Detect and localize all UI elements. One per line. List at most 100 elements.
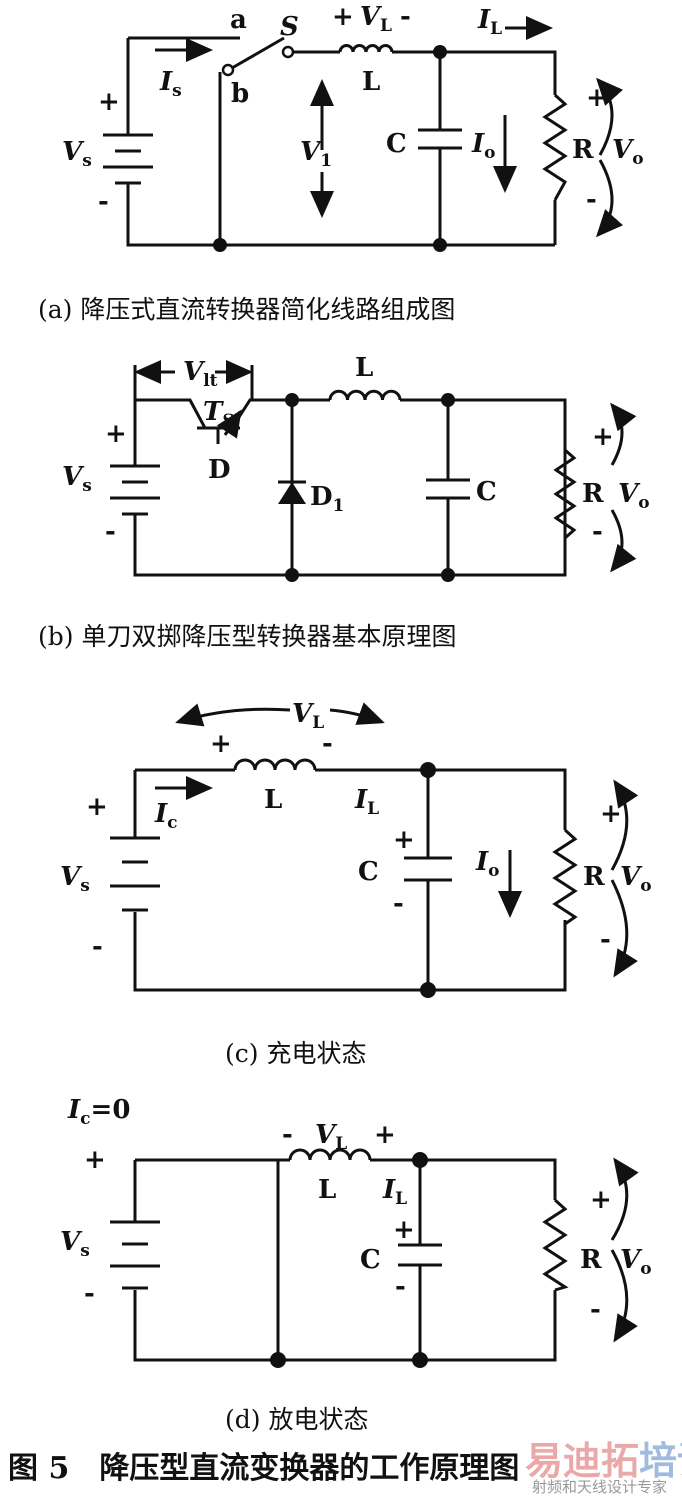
arrow: [610, 509, 637, 573]
d-labels-Ic-val: =0: [91, 1095, 131, 1125]
junction-dot: [441, 568, 455, 582]
watermark-sub: 射频和天线设计专家: [532, 1478, 667, 1496]
svg-text:IL: IL: [477, 5, 502, 39]
d-labels-minus-c: -: [395, 1272, 406, 1302]
wire: [133, 365, 567, 577]
svg-text:Vs: Vs: [62, 462, 92, 496]
a-labels-Is-sub: s: [172, 81, 182, 101]
d-labels-R: R: [580, 1245, 602, 1275]
d-labels-Ic-sub: c: [80, 1109, 90, 1129]
c-labels-R: R: [583, 862, 605, 892]
arrow: [175, 703, 291, 727]
c-labels-Io-sub: o: [488, 861, 499, 881]
svg-text:Is: Is: [159, 67, 182, 101]
a-labels-b: b: [231, 79, 249, 109]
svg-text:易迪拓培训: 易迪拓培训: [525, 1439, 682, 1483]
junction-dot: [270, 1352, 286, 1368]
d-labels-VL-sub: L: [335, 1134, 347, 1154]
c-labels-L: L: [264, 785, 282, 815]
svg-text:IL: IL: [382, 1175, 407, 1209]
a-labels-Is: I: [159, 67, 173, 97]
c-labels-IL: I: [354, 785, 368, 815]
a-labels-Vo-sub: o: [632, 149, 643, 169]
junction-dot: [433, 45, 447, 59]
watermark-red: 易迪拓: [525, 1439, 639, 1483]
battery-c: [110, 836, 160, 912]
b-labels-minus-s: -: [105, 517, 116, 547]
b-labels-Vlt: V: [183, 357, 206, 387]
a-labels-Io-sub: o: [484, 143, 495, 163]
d-labels-plus-c: +: [393, 1215, 415, 1245]
svg-text:VL: VL: [292, 699, 324, 733]
svg-text:V1: V1: [300, 137, 332, 171]
d-labels-minus-l: -: [282, 1120, 293, 1150]
c-labels-Io: I: [475, 847, 489, 877]
arrow: [329, 702, 385, 725]
circuit-c: VL + - L Ic IL Vs + - C + - Io R Vo + -: [60, 699, 652, 998]
a-labels-a: a: [230, 5, 247, 35]
inductor-b: [328, 389, 402, 401]
d-labels-plus-s: +: [84, 1145, 106, 1175]
svg-text:Vo: Vo: [612, 135, 644, 169]
a-labels-R: R: [572, 135, 594, 165]
junction-dot: [433, 238, 447, 252]
switch-lever: [231, 36, 285, 70]
svg-text:Vlt: Vlt: [183, 357, 218, 391]
a-labels-V1: V: [300, 137, 323, 167]
b-labels-minus-o: -: [592, 517, 603, 547]
svg-text:Io: Io: [471, 129, 496, 163]
svg-text:Vs: Vs: [60, 862, 90, 896]
c-labels-VL: V: [292, 699, 315, 729]
c-labels-Vo-sub: o: [640, 876, 651, 896]
b-labels-Vo-sub: o: [638, 493, 649, 513]
b-labels-D1-sub: 1: [333, 496, 345, 516]
b-labels-Vlt-sub: lt: [203, 371, 217, 391]
resistor-c: [552, 828, 578, 926]
a-labels-minus-s: -: [98, 187, 109, 217]
b-labels-plus-o: +: [592, 422, 614, 452]
battery-a: [103, 133, 153, 185]
switch-pole: [281, 45, 295, 59]
c-labels-Vs: V: [60, 862, 83, 892]
battery-b: [110, 464, 160, 516]
resistor-a: [542, 93, 568, 201]
b-labels-Ts-sub: S: [222, 411, 234, 431]
d-labels-VL: V: [315, 1120, 338, 1150]
junction-dot: [412, 1352, 428, 1368]
capacitor-d: [398, 1243, 442, 1267]
a-labels-L: L: [362, 67, 380, 97]
b-labels-Vs: V: [62, 462, 85, 492]
c-labels-minus-l: -: [322, 729, 333, 759]
battery-d: [110, 1220, 160, 1290]
a-labels-Vs-sub: s: [82, 151, 92, 171]
arrow: [610, 779, 639, 871]
b-labels-L: L: [355, 353, 373, 383]
circuit-d: Ic=0 + - Vs VL - + L IL C + - R Vo + -: [60, 1095, 652, 1368]
a-labels-V1-sub: 1: [320, 151, 332, 171]
a-labels-C: C: [386, 129, 407, 159]
c-labels-C: C: [358, 857, 379, 887]
svg-text:Ic=0: Ic=0: [67, 1095, 130, 1129]
junction-dot: [285, 568, 299, 582]
a-labels-Vo: V: [612, 135, 635, 165]
c-labels-minus-c: -: [393, 889, 404, 919]
inductor-c: [233, 758, 317, 771]
terminal-b: [221, 63, 235, 77]
svg-text:Io: Io: [475, 847, 500, 881]
svg-text:D1: D1: [310, 482, 344, 516]
b-labels-plus-s: +: [105, 419, 127, 449]
c-labels-plus-o: +: [600, 799, 622, 829]
a-labels-plus-o: +: [586, 83, 608, 113]
d-labels-minus-o: -: [590, 1295, 601, 1325]
d-labels-Vs: V: [60, 1227, 83, 1257]
d-labels-Ic: I: [67, 1095, 81, 1125]
b-labels-D: D: [208, 455, 231, 485]
circuit-a: a b S +VL- IL Is + - Vs L C V1 Io R Vo +…: [62, 2, 644, 252]
d-labels-Vo: V: [620, 1245, 643, 1275]
c-labels-plus-s: +: [86, 792, 108, 822]
b-labels-C: C: [476, 477, 497, 507]
d-labels-IL-sub: L: [395, 1189, 407, 1209]
inductor-a: [338, 44, 394, 53]
d-labels-Vs-sub: s: [80, 1241, 90, 1261]
